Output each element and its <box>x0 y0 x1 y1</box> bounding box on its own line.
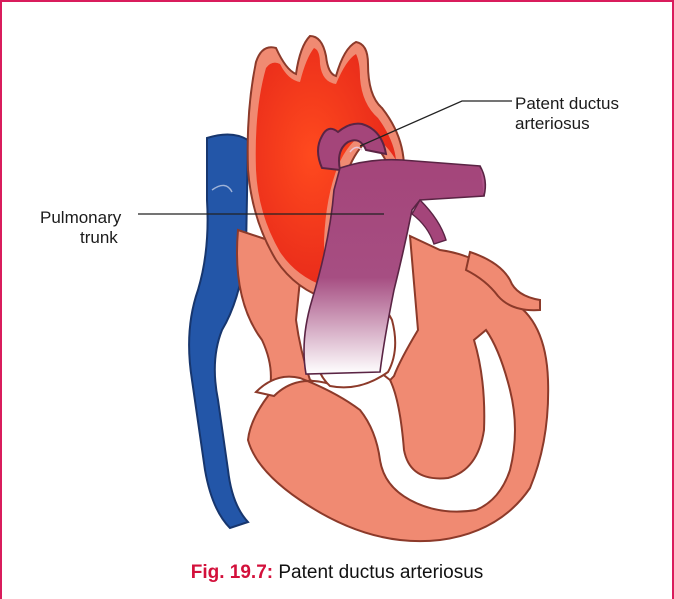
label-pulmonary-trunk: Pulmonary trunk <box>40 208 121 248</box>
figure-caption: Fig. 19.7: Patent ductus arteriosus <box>0 562 674 584</box>
vena-cava <box>189 134 248 528</box>
label-patent-ductus-line2: arteriosus <box>515 114 619 134</box>
label-patent-ductus-arteriosus: Patent ductus arteriosus <box>515 94 619 134</box>
caption-number: Fig. 19.7: <box>191 562 273 583</box>
label-pulmonary-trunk-line1: Pulmonary <box>40 208 121 228</box>
caption-title: Patent ductus arteriosus <box>278 562 483 583</box>
label-patent-ductus-line1: Patent ductus <box>515 94 619 114</box>
label-pulmonary-trunk-line2: trunk <box>40 228 121 248</box>
